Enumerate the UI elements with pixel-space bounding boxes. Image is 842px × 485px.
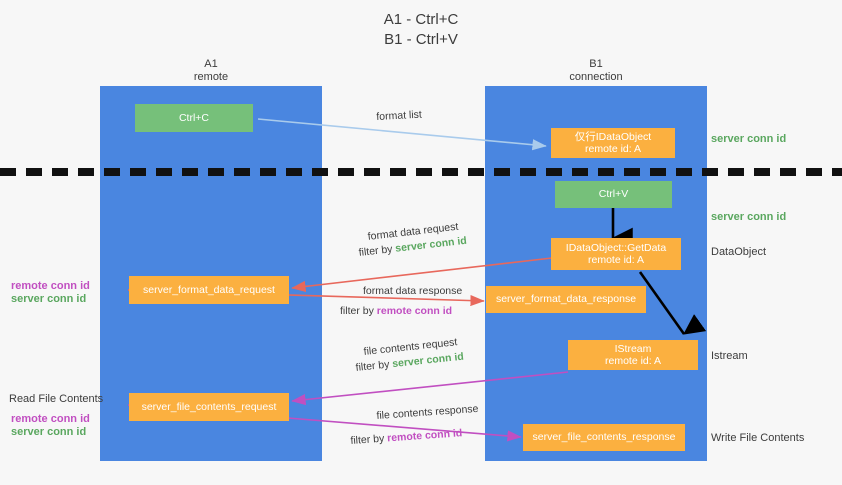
node-idataobject-line2: remote id: A bbox=[584, 143, 642, 155]
filter-prefix: filter by bbox=[358, 242, 397, 259]
filter-prefix: filter by bbox=[355, 358, 393, 374]
node-getdata-line1: IDataObject::GetData bbox=[565, 241, 667, 254]
edge-label-format-data-response-text: format data response bbox=[363, 285, 463, 297]
filter-value-remote-conn-id: remote conn id bbox=[386, 427, 463, 445]
filter-value-remote-conn-id: remote conn id bbox=[376, 305, 453, 317]
node-istream-line1: IStream bbox=[614, 342, 652, 355]
edge-label-format-data-response-filter: filter by remote conn id bbox=[340, 304, 452, 318]
node-server-format-data-request-label: server_format_data_request bbox=[143, 283, 275, 296]
node-server-format-data-request[interactable]: server_format_data_request bbox=[129, 276, 289, 304]
right-label-server-conn-id-mid: server conn id bbox=[711, 211, 787, 223]
filter-prefix: filter by bbox=[350, 432, 388, 447]
diagram-title: A1 - Ctrl+C B1 - Ctrl+V bbox=[0, 10, 842, 50]
node-ctrl-v[interactable]: Ctrl+V bbox=[555, 181, 672, 208]
lane-b1-title: B1 bbox=[589, 58, 603, 70]
edge-label-format-data-response: format data response bbox=[363, 284, 462, 298]
node-idataobject[interactable]: 仅行IDataObject remote id: A bbox=[551, 128, 675, 158]
node-getdata[interactable]: IDataObject::GetData remote id: A bbox=[551, 238, 681, 270]
node-istream[interactable]: IStream remote id: A bbox=[568, 340, 698, 370]
filter-prefix: filter by bbox=[340, 305, 377, 317]
edge-label-format-list-text: format list bbox=[376, 108, 423, 123]
node-server-file-contents-request[interactable]: server_file_contents_request bbox=[129, 393, 289, 421]
lane-header-b1: B1 connection bbox=[496, 58, 696, 84]
dashed-divider bbox=[0, 168, 842, 176]
lane-header-a1: A1 remote bbox=[111, 58, 311, 84]
node-getdata-line2: remote id: A bbox=[587, 254, 645, 266]
right-label-dataobject: DataObject bbox=[711, 246, 767, 258]
node-idataobject-line1: 仅行IDataObject bbox=[574, 130, 652, 143]
right-label-server-conn-id-top: server conn id bbox=[711, 133, 787, 145]
edge-label-format-list: format list bbox=[376, 108, 422, 124]
edge-label-file-contents-response-filter: filter by remote conn id bbox=[350, 426, 463, 448]
node-server-format-data-response-label: server_format_data_response bbox=[495, 293, 637, 306]
title-line-1: A1 - Ctrl+C bbox=[383, 11, 459, 28]
lane-b1-subtitle: connection bbox=[569, 71, 623, 83]
node-ctrl-c-label: Ctrl+C bbox=[178, 111, 210, 124]
left-label-read-file-contents: Read File Contents bbox=[9, 393, 104, 405]
left-label-server-conn-id-bottom: server conn id bbox=[11, 426, 87, 438]
node-server-file-contents-response[interactable]: server_file_contents_response bbox=[523, 424, 685, 451]
left-label-server-conn-id-top: server conn id bbox=[11, 293, 87, 305]
lane-a1-subtitle: remote bbox=[193, 71, 229, 83]
edge-label-file-contents-response-text: file contents response bbox=[376, 402, 479, 422]
node-server-file-contents-response-label: server_file_contents_response bbox=[532, 431, 676, 444]
node-ctrl-v-label: Ctrl+V bbox=[598, 188, 629, 201]
right-label-write-file-contents: Write File Contents bbox=[711, 432, 805, 444]
lane-a1-title: A1 bbox=[204, 58, 218, 70]
node-server-file-contents-request-label: server_file_contents_request bbox=[141, 400, 277, 413]
right-label-istream: Istream bbox=[711, 350, 748, 362]
left-label-remote-conn-id-bottom: remote conn id bbox=[11, 413, 90, 425]
node-istream-line2: remote id: A bbox=[604, 355, 662, 367]
node-server-format-data-response[interactable]: server_format_data_response bbox=[486, 286, 646, 313]
node-ctrl-c[interactable]: Ctrl+C bbox=[135, 104, 253, 132]
left-label-remote-conn-id-top: remote conn id bbox=[11, 280, 90, 292]
title-line-2: B1 - Ctrl+V bbox=[384, 31, 458, 48]
edge-label-file-contents-response: file contents response bbox=[376, 402, 479, 423]
